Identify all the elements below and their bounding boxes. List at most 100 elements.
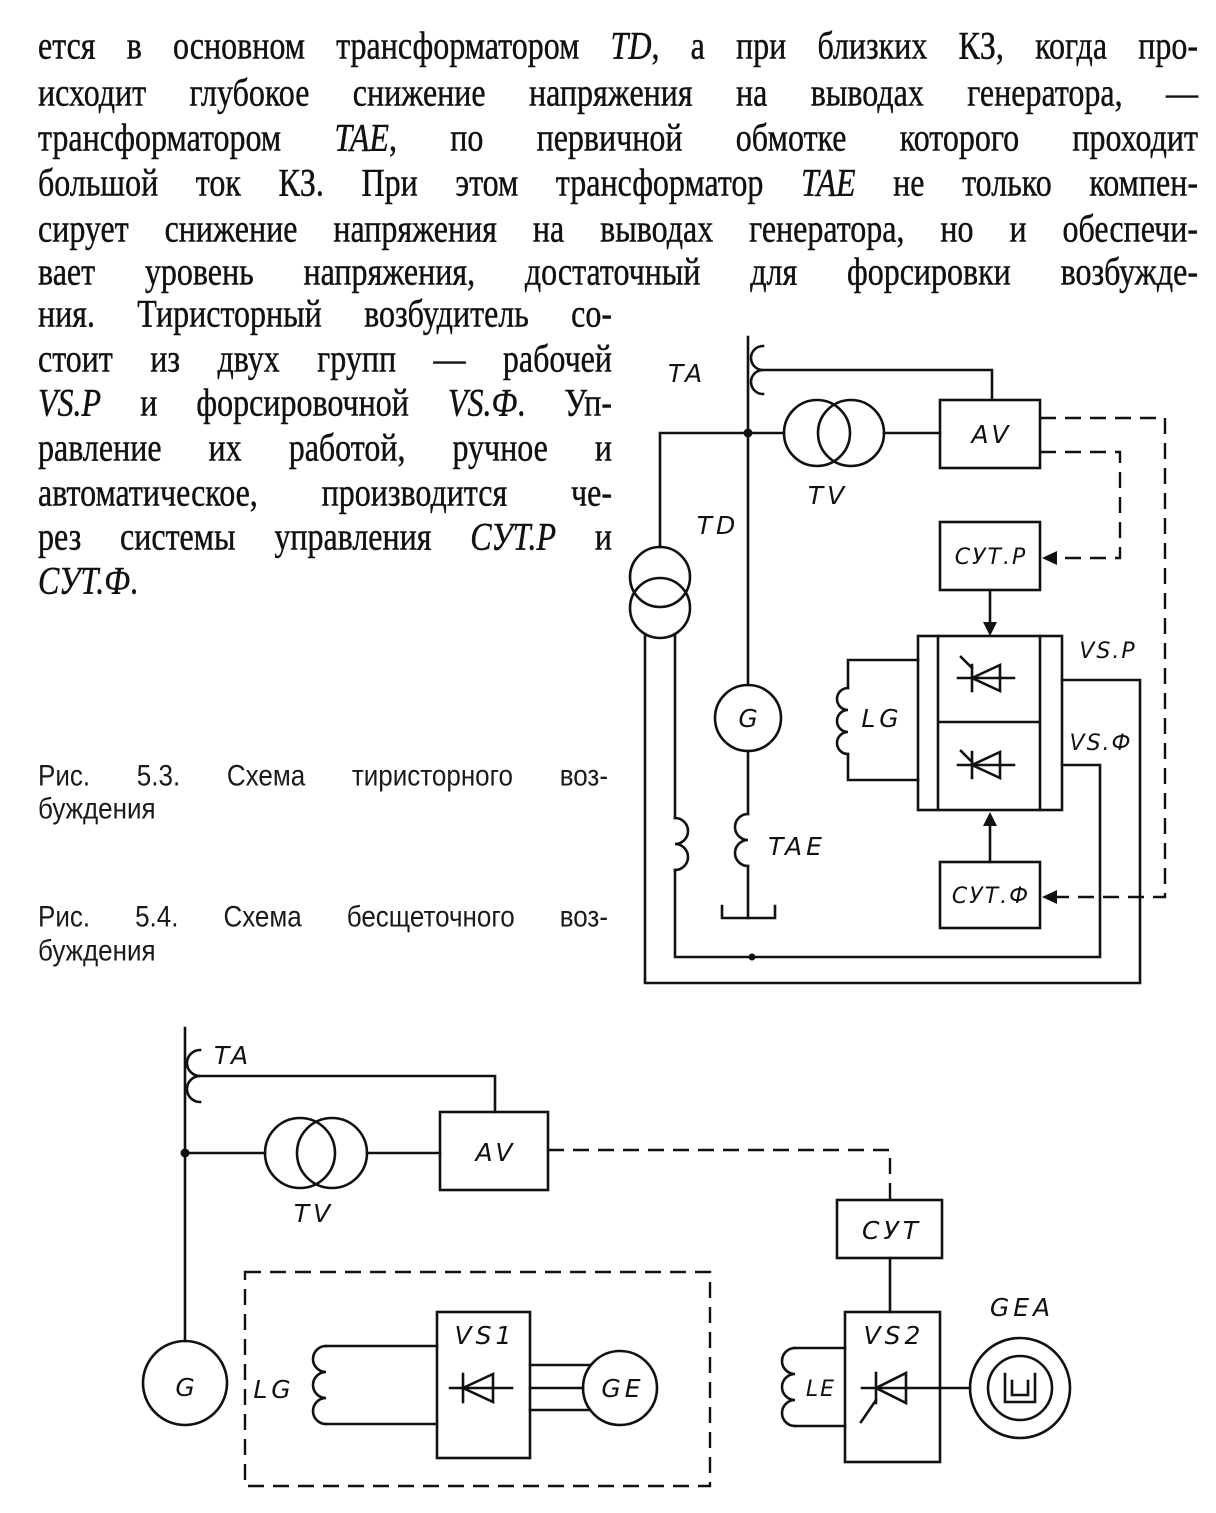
fig53-ta-coil xyxy=(749,344,765,396)
fig54-gea-magnet-symbol xyxy=(1003,1372,1037,1404)
text-segment: рез системы управления xyxy=(38,514,471,558)
fig53-inner-lead xyxy=(673,632,1102,959)
fig54-label-ge: GE xyxy=(601,1374,644,1403)
fig53-tv-winding-left xyxy=(782,398,852,468)
text-segment: и форсировочной xyxy=(101,380,448,424)
fig53-td-winding-upper xyxy=(628,545,692,609)
text-segment: ния. Тиристорный возбудитель со- xyxy=(38,291,612,335)
fig54-tv-winding-right xyxy=(295,1116,369,1190)
fig53-control-link-sut-r xyxy=(1040,450,1122,560)
figure-5-4-caption-line-1: Рис. 5.4. Схема бесщеточного воз- xyxy=(38,898,608,934)
thyristor-bar-gate xyxy=(959,655,974,693)
text-segment: большой ток КЗ. При этом трансформатор xyxy=(38,160,802,204)
fig54-label-lg: LG xyxy=(253,1375,294,1404)
fig53-lg-coil xyxy=(835,686,850,756)
text-segment: автоматическое, производится че- xyxy=(38,470,612,514)
fig54-diode xyxy=(448,1371,514,1405)
fig53-label-tv: TV xyxy=(808,481,848,510)
text-line: сирует снижение напряжения на выводах ге… xyxy=(38,201,1198,255)
text-line: СУТ.Ф. xyxy=(38,553,612,607)
fig54-label-vs2: VS2 xyxy=(864,1321,925,1350)
fig53-arrowhead-sut-r xyxy=(1042,551,1057,565)
fig54-le-coil xyxy=(780,1346,797,1428)
fig53-ground xyxy=(720,904,777,920)
text-line: исходит глубокое снижение напряжения на … xyxy=(38,65,1198,119)
text-line: равление их работой, ручное и xyxy=(38,420,612,474)
text-line: ется в основном трансформатором TD, а пр… xyxy=(38,18,1198,72)
fig53-tae-secondary-coil xyxy=(673,816,690,872)
fig53-label-sut-r: СУТ.Р xyxy=(955,545,1027,570)
fig53-td-feed xyxy=(658,431,750,549)
fig54-label-gea: GEA xyxy=(990,1293,1054,1322)
fig53-arrowhead-sut-f xyxy=(1042,890,1057,904)
text-line: стоит из двух групп — рабочей xyxy=(38,331,612,385)
fig54-generator-circle xyxy=(141,1339,229,1427)
fig53-thyristor-block-inner xyxy=(936,634,1042,812)
text-segment: не только компен- xyxy=(855,160,1199,204)
text-segment: сирует снижение напряжения на выводах ге… xyxy=(38,206,1198,250)
fig54-thyristor xyxy=(859,1370,972,1424)
fig54-lg-coil xyxy=(311,1344,328,1426)
text-segment-italic: TAE xyxy=(334,115,389,159)
text-line: ния. Тиристорный возбудитель со- xyxy=(38,286,612,340)
text-segment-italic: СУТ.Ф xyxy=(38,558,130,602)
fig53-label-td: TD xyxy=(697,511,740,540)
text-line: автоматическое, производится че- xyxy=(38,465,612,519)
fig53-tv-winding-right xyxy=(816,398,886,468)
text-segment: ется в основном трансформатором xyxy=(38,23,611,67)
text-segment-italic: TD xyxy=(610,23,652,67)
text-segment-italic: СУТ.Р xyxy=(470,514,557,558)
text-segment-italic: VS.Ф xyxy=(448,380,518,424)
fig54-ge-circle xyxy=(581,1349,659,1427)
fig54-label-sut: СУТ xyxy=(862,1216,922,1245)
text-line: рез системы управления СУТ.Р и xyxy=(38,509,612,563)
fig53-td-winding-lower xyxy=(628,576,692,640)
fig54-label-tv: TV xyxy=(294,1199,334,1228)
fig54-lg-wires xyxy=(324,1344,439,1426)
fig53-label-g: G xyxy=(738,704,761,733)
text-segment: равление их работой, ручное и xyxy=(38,425,612,469)
fig54-tv-winding-left xyxy=(263,1116,337,1190)
fig53-sut-r-arrowhead xyxy=(983,622,997,636)
fig53-tae-coil xyxy=(733,812,750,868)
fig54-ta-lead xyxy=(198,1074,497,1114)
fig53-label-lg: LG xyxy=(861,704,902,733)
fig53-label-tae: TAE xyxy=(768,832,826,861)
fig54-rotating-part-frame xyxy=(243,1270,712,1488)
figure-5-4-caption-line-2: буждения xyxy=(38,932,156,968)
fig54-label-vs1: VS1 xyxy=(455,1321,516,1350)
fig53-lg-wires xyxy=(846,658,920,782)
thyristor-triangle xyxy=(968,749,1002,781)
fig54-vs1-box xyxy=(435,1310,532,1460)
text-segment: и xyxy=(556,514,613,558)
text-line: вает уровень напряжения, достаточный для… xyxy=(38,244,1198,298)
fig54-ta-coil xyxy=(185,1048,202,1104)
thyristor-triangle xyxy=(968,662,1002,694)
fig53-control-link-sut-f xyxy=(1040,416,1167,899)
text-segment: , по первичной обмотке которого проходит xyxy=(388,115,1198,159)
text-segment: исходит глубокое снижение напряжения на … xyxy=(38,70,1198,114)
fig53-sut-f-arrowhead xyxy=(983,812,997,826)
text-line: VS.P и форсировочной VS.Ф. Уп- xyxy=(38,375,612,429)
thyristor-triangle xyxy=(873,1370,908,1406)
fig53-outer-lead xyxy=(643,632,1142,985)
fig53-thyristor-block xyxy=(916,634,1064,812)
text-line: трансформатором TAE, по первичной обмотк… xyxy=(38,110,1198,164)
text-line: большой ток КЗ. При этом трансформатор T… xyxy=(38,155,1198,209)
text-segment: . Уп- xyxy=(517,380,613,424)
fig54-label-ta: TA xyxy=(214,1041,252,1070)
text-segment: . xyxy=(129,558,138,602)
text-segment: трансформатором xyxy=(38,115,335,159)
fig53-label-av: AV xyxy=(970,420,1013,449)
fig54-le-wires xyxy=(793,1346,847,1428)
fig53-ta-lead xyxy=(761,368,994,402)
text-segment: , а при близких КЗ, когда про- xyxy=(651,23,1199,67)
fig53-label-vs-r: VS.P xyxy=(1079,639,1136,664)
text-segment-italic: VS.P xyxy=(38,380,102,424)
text-segment: вает уровень напряжения, достаточный для… xyxy=(38,249,1198,293)
fig54-label-av: AV xyxy=(474,1138,517,1167)
text-segment-italic: TAE xyxy=(801,160,856,204)
fig53-label-vs-f: VS.Ф xyxy=(1070,731,1133,756)
fig54-control-link xyxy=(548,1148,892,1200)
